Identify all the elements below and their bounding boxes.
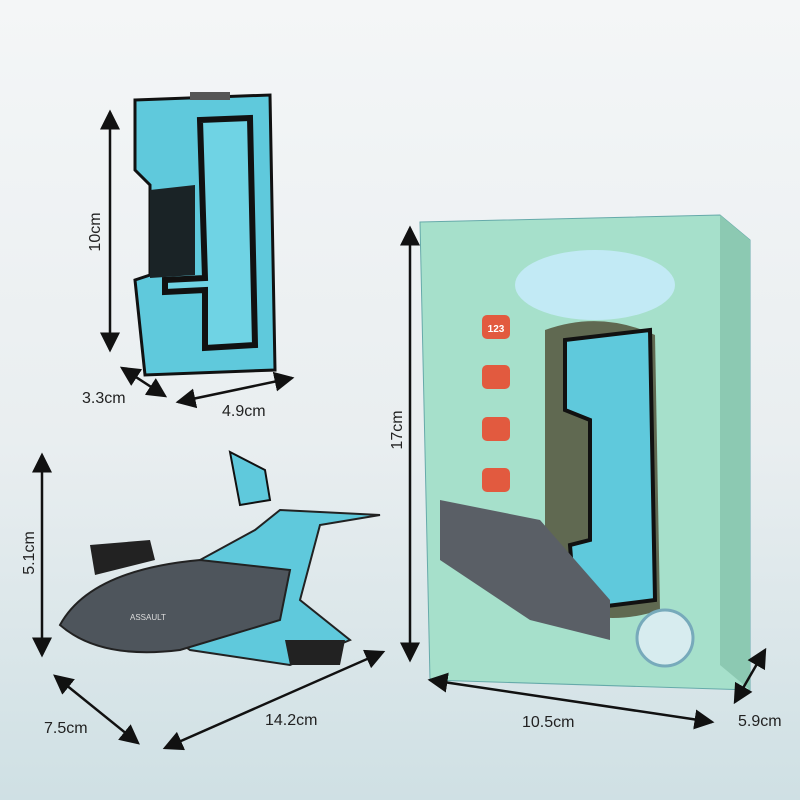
label-jet-depth: 7.5cm [44,720,88,737]
label-jet-length: 14.2cm [265,712,317,729]
arrow-jet-depth [53,674,140,745]
label-jet-height: 5.1cm [21,531,38,575]
jet-toy: ASSAULT [58,450,381,667]
label-block-width: 4.9cm [222,403,266,420]
jet-marking: ASSAULT [130,613,166,622]
arrow-box-width [427,672,715,730]
label-block-depth: 3.3cm [82,390,126,407]
label-box-height: 17cm [389,410,406,449]
dimension-arrows [32,109,767,751]
arrow-jet-length [162,649,386,751]
arrow-block-width [175,371,295,409]
label-block-height: 10cm [87,212,104,251]
label-box-depth: 5.9cm [738,713,782,730]
arrow-block-depth [119,366,168,398]
label-box-width: 10.5cm [522,714,574,731]
number-one-block-toy [133,92,277,377]
packaging-box: 123 [419,214,751,691]
box-badge-text: 123 [488,324,505,335]
arrow-box-depth [733,647,767,705]
